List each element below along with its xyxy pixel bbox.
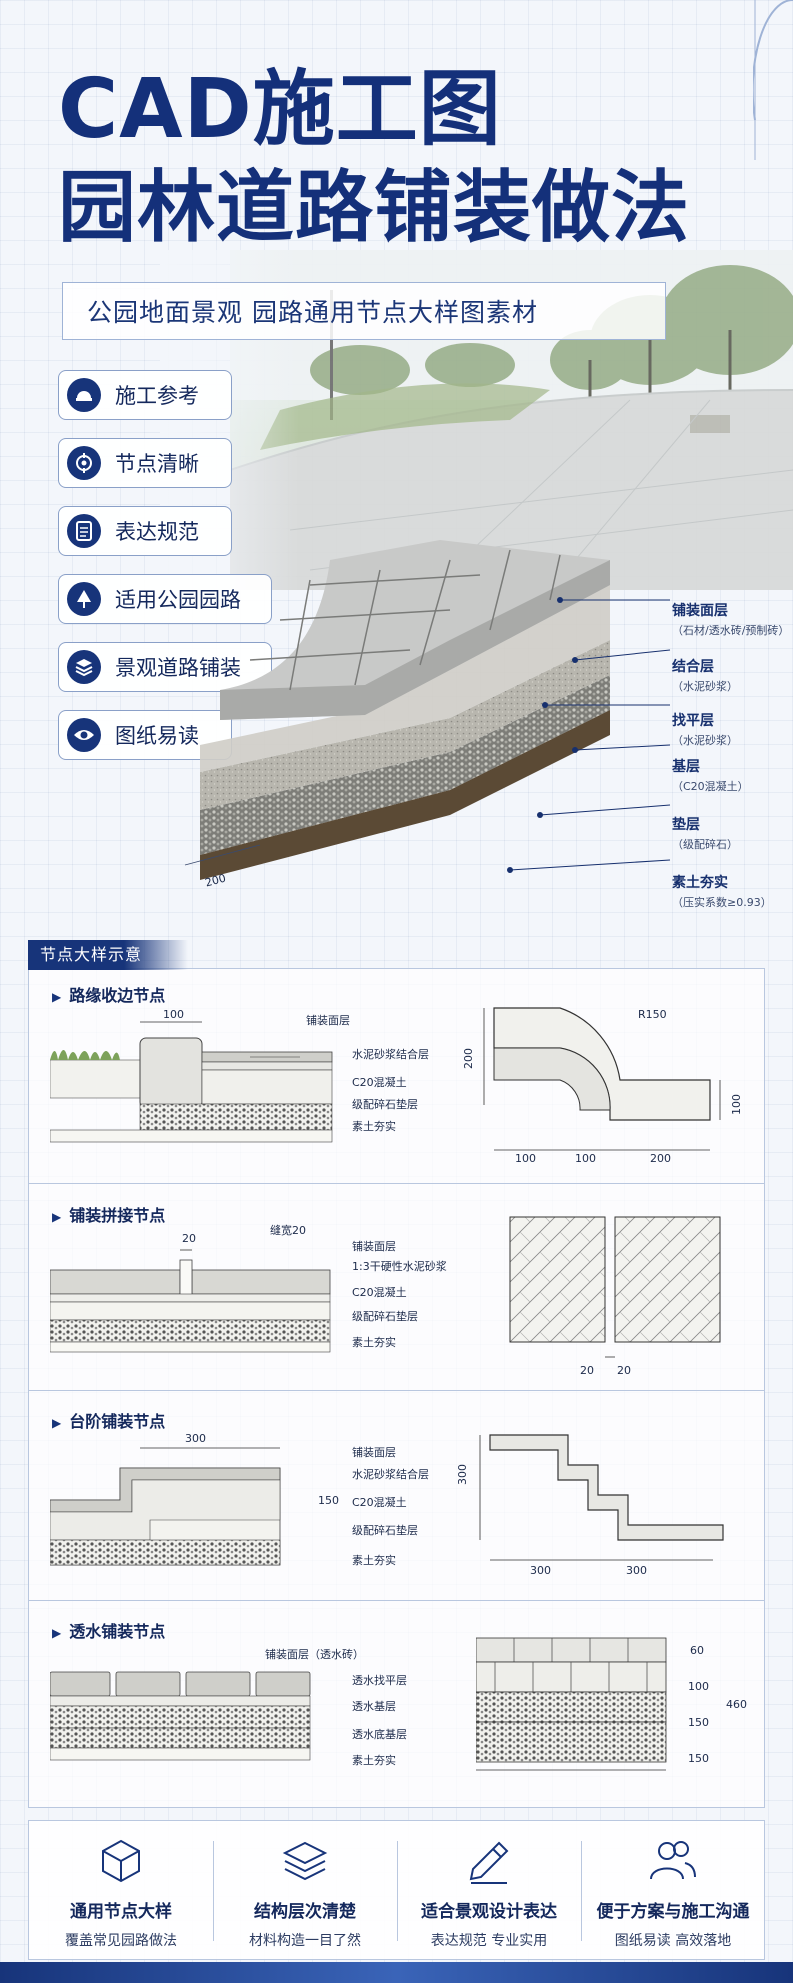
feature-label: 施工参考 <box>115 384 199 408</box>
layer-label: 铺装面层（透水砖） <box>265 1648 364 1661</box>
dimension: 150 <box>318 1494 339 1507</box>
feature-item: 施工参考 <box>58 370 232 420</box>
step-section-drawing <box>50 1447 281 1566</box>
feature-item: 图纸易读 <box>58 710 232 760</box>
dimension: 200 <box>650 1152 671 1165</box>
layer-label: 素土夯实 （压实系数≥0.93） <box>672 875 772 909</box>
pencil-icon <box>397 1837 581 1885</box>
gap-label: 缝宽20 <box>270 1224 306 1237</box>
layer-label: C20混凝土 <box>352 1496 407 1509</box>
dimension: 100 <box>575 1152 596 1165</box>
dimension: 20 <box>617 1364 631 1377</box>
divider <box>28 1600 765 1601</box>
layer-label: 透水找平层 <box>352 1674 407 1687</box>
layer-label: 级配碎石垫层 <box>352 1098 418 1111</box>
layer-label: 级配碎石垫层 <box>352 1310 418 1323</box>
layer-label: 垫层 （级配碎石） <box>672 817 738 851</box>
curb-section-drawing <box>50 1021 333 1143</box>
dimension: 100 <box>730 1094 743 1115</box>
subtitle: 公园地面景观 园路通用节点大样图素材 <box>62 282 666 340</box>
dimension: 150 <box>688 1716 709 1729</box>
page-title-line2: 园林道路铺装做法 <box>58 163 691 253</box>
feature-item: 节点清晰 <box>58 438 232 488</box>
layer-label: 素土夯实 <box>352 1754 396 1767</box>
pavement-layers-model <box>184 540 671 880</box>
dimension: 20 <box>580 1364 594 1377</box>
page-title: CAD施工图 <box>58 62 502 157</box>
total-dimension: 460 <box>726 1698 747 1711</box>
layer-label: 水泥砂浆结合层 <box>352 1048 429 1061</box>
dimension: 300 <box>626 1564 647 1577</box>
people-icon <box>581 1837 765 1885</box>
layer-label: 素土夯实 <box>352 1554 396 1567</box>
feature-label: 表达规范 <box>115 520 199 544</box>
layer-label: C20混凝土 <box>352 1286 407 1299</box>
layer-label: 素土夯实 <box>352 1120 396 1133</box>
dimension: 300 <box>530 1564 551 1577</box>
layers-icon <box>67 650 101 684</box>
feature-item: 表达规范 <box>58 506 232 556</box>
dimension: 100 <box>163 1008 184 1021</box>
layer-label: 透水基层 <box>352 1700 396 1713</box>
radius-dimension: R150 <box>638 1008 667 1021</box>
footer-item: 适合景观设计表达 表达规范 专业实用 <box>397 1821 581 1961</box>
stack-icon <box>213 1837 397 1885</box>
feature-label: 图纸易读 <box>115 724 199 748</box>
layer-label: 素土夯实 <box>352 1336 396 1349</box>
eye-icon <box>67 718 101 752</box>
feature-item: 景观道路铺装 <box>58 642 272 692</box>
dimension: 100 <box>515 1152 536 1165</box>
permeable-section-drawing <box>50 1671 311 1761</box>
document-icon <box>67 514 101 548</box>
layer-label: 级配碎石垫层 <box>352 1524 418 1537</box>
joint-gap-dimension: 20 <box>182 1232 196 1245</box>
layer-label: C20混凝土 <box>352 1076 407 1089</box>
layer-label: 找平层 （水泥砂浆） <box>672 713 738 747</box>
footer-item: 通用节点大样 覆盖常见园路做法 <box>29 1821 213 1961</box>
divider <box>28 1183 765 1184</box>
node-title-curb: ▶路缘收边节点 <box>52 986 166 1005</box>
dimension: 300 <box>185 1432 206 1445</box>
dimension: 100 <box>688 1680 709 1693</box>
dimension: 200 <box>462 1048 475 1069</box>
footer-item: 便于方案与施工沟通 图纸易读 高效落地 <box>581 1821 765 1961</box>
target-icon <box>67 446 101 480</box>
layer-label: 1:3干硬性水泥砂浆 <box>352 1260 447 1273</box>
tree-icon <box>67 582 101 616</box>
layer-label: 基层 （C20混凝土） <box>672 759 749 793</box>
feature-label: 适用公园园路 <box>115 588 241 612</box>
footer-features: 通用节点大样 覆盖常见园路做法 结构层次清楚 材料构造一目了然 适合景观设计表达… <box>28 1820 765 1960</box>
joint-plan-drawing <box>509 1216 721 1358</box>
layer-label: 铺装面层 （石材/透水砖/预制砖） <box>672 603 790 637</box>
node-title-permeable: ▶透水铺装节点 <box>52 1622 166 1641</box>
divider <box>28 1390 765 1391</box>
feature-label: 景观道路铺装 <box>115 656 241 680</box>
layer-label: 结合层 （水泥砂浆） <box>672 659 738 693</box>
feature-item: 适用公园园路 <box>58 574 272 624</box>
permeable-layers-drawing <box>476 1637 667 1771</box>
node-title-joint: ▶铺装拼接节点 <box>52 1206 166 1225</box>
node-section-banner: 节点大样示意 <box>28 940 188 970</box>
blueprint-arch-icon <box>753 0 793 160</box>
dimension: 300 <box>456 1464 469 1485</box>
dimension: 60 <box>690 1644 704 1657</box>
node-title-step: ▶台阶铺装节点 <box>52 1412 166 1431</box>
layer-label: 透水底基层 <box>352 1728 407 1741</box>
layer-label: 铺装面层 <box>352 1446 396 1459</box>
footer-item: 结构层次清楚 材料构造一目了然 <box>213 1821 397 1961</box>
dimension: 150 <box>688 1752 709 1765</box>
layer-label: 铺装面层 <box>306 1014 350 1027</box>
cube-icon <box>29 1837 213 1885</box>
layer-label: 水泥砂浆结合层 <box>352 1468 429 1481</box>
hardhat-icon <box>67 378 101 412</box>
joint-section-drawing <box>50 1249 331 1353</box>
curb-plan-drawing <box>483 1007 721 1151</box>
bottom-bar <box>0 1962 793 1983</box>
layer-label: 铺装面层 <box>352 1240 396 1253</box>
feature-label: 节点清晰 <box>115 452 199 476</box>
step-plan-drawing <box>479 1434 724 1561</box>
